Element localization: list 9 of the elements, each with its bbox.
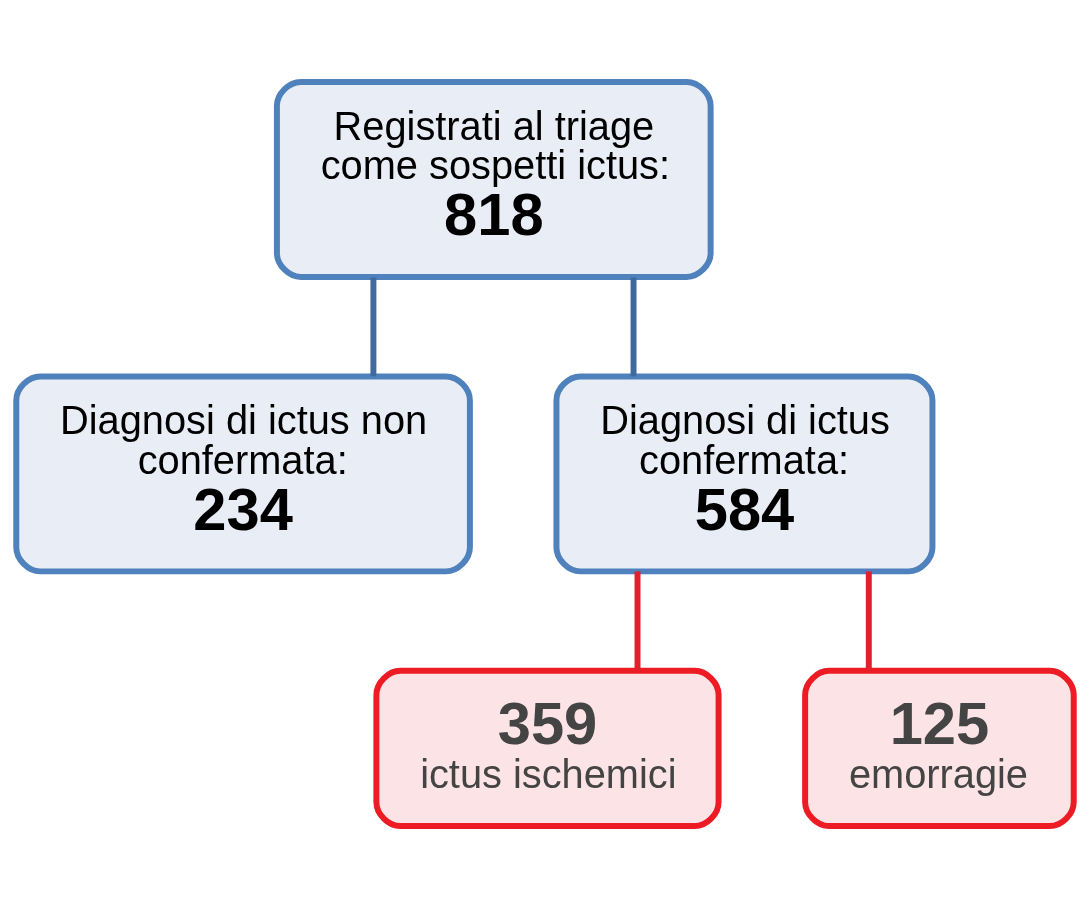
connector [865,570,872,670]
node-box: Diagnosi di ictus non confermata: 234 [13,372,473,574]
node-box: 125 emorragie [802,667,1077,829]
node-box: Registrati al triage come sospetti ictus: 818 [273,78,714,280]
node-box: 359 ictus ischemici [373,667,722,829]
connector [370,277,377,376]
connector [634,570,641,670]
node-box: Diagnosi di ictus confermata: 584 [553,372,936,574]
connector [630,277,637,376]
